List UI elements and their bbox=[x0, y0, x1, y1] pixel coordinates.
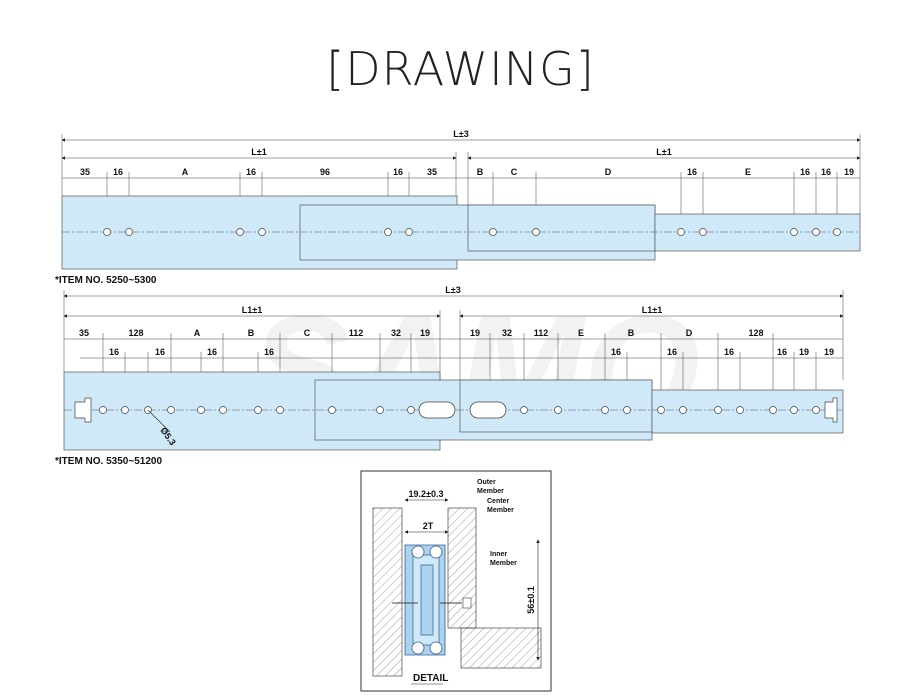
d2-dim: B bbox=[248, 328, 255, 338]
d1-dim: 96 bbox=[320, 167, 330, 177]
end-stop bbox=[74, 397, 92, 423]
page-title: [DRAWING] bbox=[326, 42, 595, 96]
inner-member-label: Inner bbox=[490, 551, 507, 558]
d2-dim: 16 bbox=[207, 347, 217, 357]
item-note-1: *ITEM NO. 5250~5300 bbox=[55, 275, 157, 286]
d1-left-label: L±1 bbox=[251, 147, 266, 157]
detail-thickness-label: 2T bbox=[423, 521, 434, 531]
d1-dim: 35 bbox=[80, 167, 90, 177]
item-note-2: *ITEM NO. 5350~51200 bbox=[55, 456, 162, 467]
d1-dim: C bbox=[511, 167, 518, 177]
d1-dim: 19 bbox=[844, 167, 854, 177]
inner-member-rail-end bbox=[654, 213, 861, 252]
drawer-bottom bbox=[460, 627, 542, 669]
drawing-1: L±3 L±1 L±1 35 16 A 16 bbox=[55, 129, 861, 286]
d2-left-label: L1±1 bbox=[242, 305, 262, 315]
d2-dim: E bbox=[578, 328, 584, 338]
outer-member-label: Outer bbox=[477, 479, 496, 486]
d2-dim: 16 bbox=[777, 347, 787, 357]
d1-dim: 16 bbox=[800, 167, 810, 177]
d2-dim: 19 bbox=[824, 347, 834, 357]
d2-dim: 32 bbox=[502, 328, 512, 338]
d2-dim: 112 bbox=[349, 328, 364, 338]
d1-dim: 16 bbox=[687, 167, 697, 177]
d2-dim: 112 bbox=[534, 328, 549, 338]
d1-dim: B bbox=[477, 167, 484, 177]
d2-dim: A bbox=[194, 328, 201, 338]
d2-dim: 128 bbox=[128, 328, 143, 338]
d1-dim: E bbox=[745, 167, 751, 177]
d1-dim: A bbox=[182, 167, 189, 177]
slot-hole bbox=[418, 401, 456, 419]
outer-member-label: Member bbox=[477, 488, 504, 495]
d2-dim: 35 bbox=[79, 328, 89, 338]
d1-total-label: L±3 bbox=[453, 129, 468, 139]
d2-dim: D bbox=[686, 328, 693, 338]
d1-dim: 16 bbox=[246, 167, 256, 177]
d2-dim: B bbox=[628, 328, 635, 338]
drawing-2: L±3 L1±1 L1±1 35 128 A B C 112 32 19 19 … bbox=[55, 285, 844, 467]
detail-height-label: 56±0.1 bbox=[526, 586, 536, 613]
cabinet-wall bbox=[372, 507, 403, 677]
d2-dim: 16 bbox=[155, 347, 165, 357]
detail-view: 19.2±0.3 2T 56±0.1 Outer Member Center M… bbox=[360, 470, 552, 692]
d1-dim: 35 bbox=[427, 167, 437, 177]
ball-bearings bbox=[411, 545, 443, 655]
d2-dim: 16 bbox=[724, 347, 734, 357]
d2-total-label: L±3 bbox=[445, 285, 460, 295]
inner-member-rail bbox=[467, 204, 656, 252]
d2-dim: 16 bbox=[611, 347, 621, 357]
d2-right-label: L1±1 bbox=[642, 305, 662, 315]
d1-right-label: L±1 bbox=[656, 147, 671, 157]
d2-dim: 32 bbox=[391, 328, 401, 338]
d2-dim: 19 bbox=[470, 328, 480, 338]
end-stop bbox=[824, 397, 838, 423]
drawer-side bbox=[447, 507, 477, 629]
d1-dim: 16 bbox=[821, 167, 831, 177]
d2-dim: C bbox=[304, 328, 311, 338]
d2-dim: 19 bbox=[799, 347, 809, 357]
d2-dim: 16 bbox=[667, 347, 677, 357]
d2-dim: 16 bbox=[264, 347, 274, 357]
mounting-holes-2 bbox=[99, 406, 820, 414]
d1-dim: 16 bbox=[113, 167, 123, 177]
slot-hole bbox=[469, 401, 507, 419]
d2-dim: 128 bbox=[748, 328, 763, 338]
mounting-holes bbox=[103, 228, 841, 236]
detail-width-label: 19.2±0.3 bbox=[409, 489, 444, 499]
d1-dim: D bbox=[605, 167, 612, 177]
d1-dim: 16 bbox=[393, 167, 403, 177]
center-member-label: Member bbox=[487, 507, 514, 514]
center-member-label: Center bbox=[487, 498, 509, 505]
d2-dim: 19 bbox=[420, 328, 430, 338]
inner-member-label: Member bbox=[490, 560, 517, 567]
detail-caption: DETAIL bbox=[413, 673, 448, 684]
d2-dim: 16 bbox=[109, 347, 119, 357]
